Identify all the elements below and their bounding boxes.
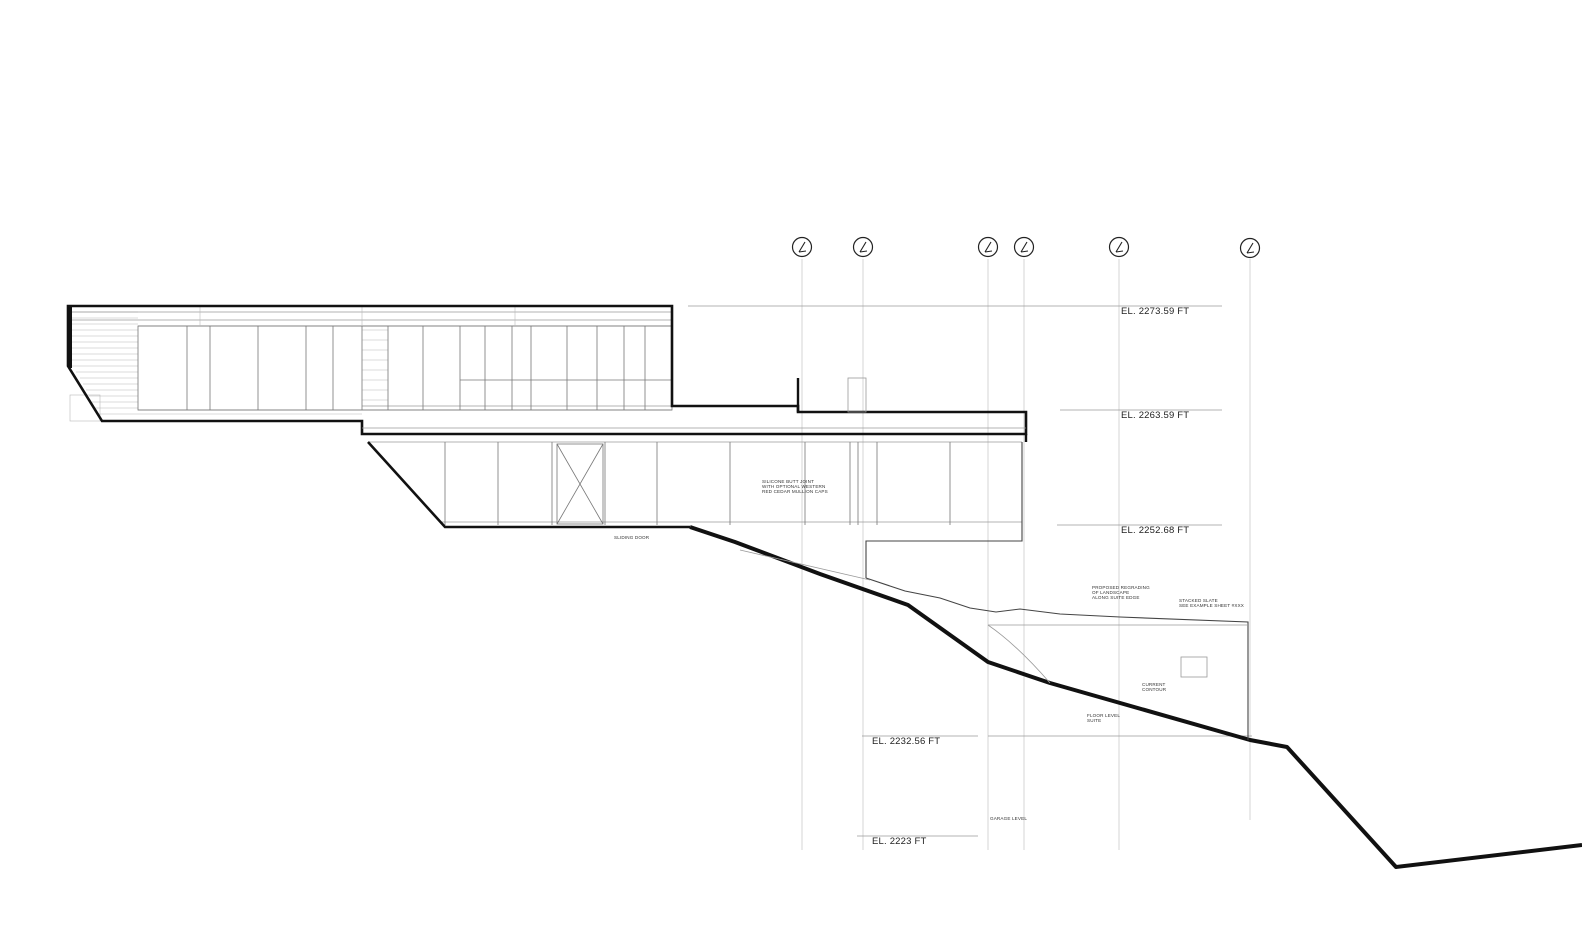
lower-volume: [362, 427, 1028, 578]
grid-marker-icon: [977, 236, 999, 258]
grid-marker-icon: [1239, 237, 1261, 259]
note-regrading: PROPOSED REGRADING OF LANDSCAPE ALONG SU…: [1092, 585, 1151, 600]
railing: [796, 377, 867, 413]
note-silicone-joint: SILICONE BUTT JOINT WITH OPTIONAL WESTER…: [762, 479, 828, 494]
elevation-label-2263: EL. 2263.59 FT: [1121, 410, 1189, 421]
grid-marker-icon: [1013, 236, 1035, 258]
note-garage-level: GARAGE LEVEL: [990, 816, 1027, 821]
terrain: [689, 525, 1582, 869]
sliding-door-x: [556, 443, 604, 525]
note-sliding-door: SLIDING DOOR: [614, 535, 650, 540]
elevation-label-2273: EL. 2273.59 FT: [1121, 306, 1189, 317]
elevation-label-2232: EL. 2232.56 FT: [872, 736, 940, 747]
note-current-contour: CURRENT CONTOUR: [1142, 682, 1167, 692]
annotations: SILICONE BUTT JOINT WITH OPTIONAL WESTER…: [614, 479, 1244, 821]
grid-marker-icon: [852, 236, 874, 258]
note-floor-level: FLOOR LEVEL SUITE: [1087, 713, 1121, 723]
elevation-labels: EL. 2273.59 FT EL. 2263.59 FT EL. 2252.6…: [872, 306, 1189, 847]
grid-marker-icon: [791, 236, 813, 258]
elevation-lines: [688, 305, 1252, 837]
grid-marker-icon: [1108, 236, 1130, 258]
upper-volume: [66, 304, 1028, 436]
grid-markers: [791, 236, 1261, 259]
elevation-label-2252: EL. 2252.68 FT: [1121, 525, 1189, 536]
elevation-label-2223: EL. 2223 FT: [872, 836, 926, 847]
grid-lines: [801, 259, 1251, 850]
note-stacked-slate: STACKED SLATE SEE EXAMPLE SHEET #XXX: [1179, 598, 1244, 608]
